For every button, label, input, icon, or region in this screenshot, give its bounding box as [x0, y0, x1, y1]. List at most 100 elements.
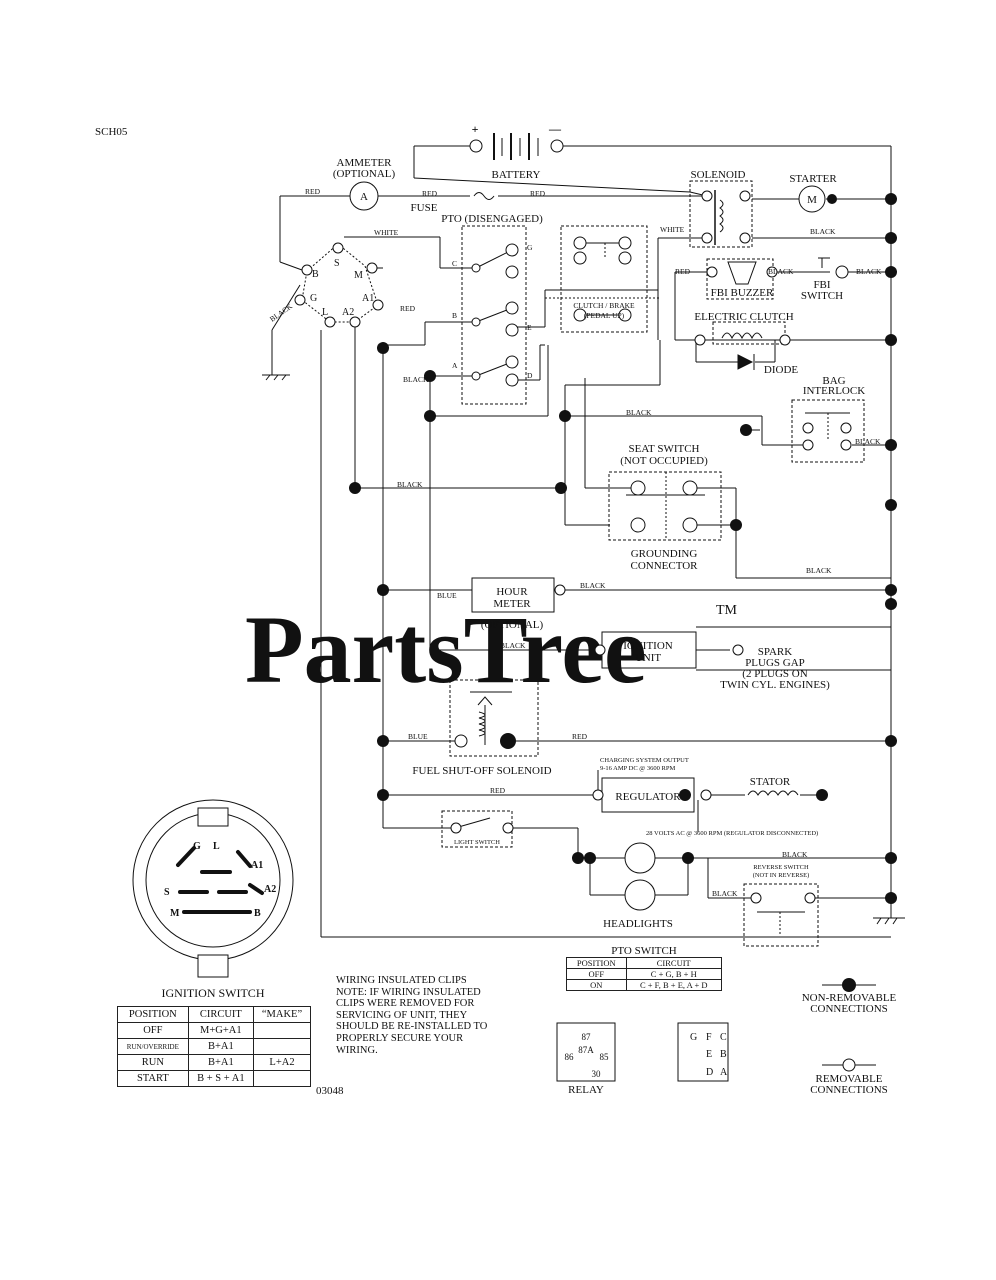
ammeter-letter: A [360, 191, 368, 203]
wire-label: BLACK [403, 375, 429, 384]
seat-switch-label: SEAT SWITCH [629, 443, 700, 455]
charging-output-sub: 9-16 AMP DC @ 3600 RPM [600, 765, 675, 772]
wire-label: BLACK [782, 850, 808, 859]
fuse-label: FUSE [411, 202, 438, 214]
reverse-switch-sub: (NOT IN REVERSE) [753, 872, 810, 879]
wire-label: BLACK [397, 480, 423, 489]
wire-label: BLACK [855, 437, 881, 446]
wire-label: BLACK [580, 581, 606, 590]
watermark-tm: TM [716, 603, 738, 618]
fbi-buzzer-label: FBI BUZZER [711, 287, 774, 299]
svg-text:REMOVABLE: REMOVABLE [815, 1073, 882, 1085]
hour-meter-label: HOUR [496, 586, 528, 598]
svg-text:G: G [527, 243, 533, 252]
wire-label: BLACK [810, 227, 836, 236]
wire-label: BLACK [712, 889, 738, 898]
pto-switch-title: PTO SWITCH [611, 945, 677, 957]
table-header: CIRCUIT [187, 1006, 255, 1023]
table-row: OFF C + G, B + H [566, 968, 723, 980]
table-row: OFF M+G+A1 [117, 1022, 311, 1039]
starter-letter: M [807, 194, 817, 206]
svg-text:M: M [170, 908, 180, 919]
removable-terminals [294, 139, 856, 1072]
wire-label: WHITE [660, 225, 685, 234]
relay-label: RELAY [568, 1084, 604, 1096]
svg-text:C: C [452, 259, 457, 268]
spark-plugs-line2: PLUGS GAP [745, 657, 805, 669]
wire-label: BLACK [768, 267, 794, 276]
svg-text:E: E [706, 1049, 712, 1060]
stator-label: STATOR [750, 776, 791, 788]
svg-text:G: G [690, 1032, 697, 1043]
svg-text:B: B [312, 269, 319, 280]
battery-plus: + [472, 122, 479, 136]
wire-label: BLACK [806, 566, 832, 575]
table-header: POSITION [566, 957, 627, 969]
table-row: RUN B+A1 L+A2 [117, 1054, 311, 1071]
wire-label: RED [675, 267, 691, 276]
regulator-label: REGULATOR [615, 791, 681, 803]
diode-label: DIODE [764, 364, 798, 376]
ignition-unit-sub: UNIT [635, 652, 662, 664]
svg-text:L: L [322, 307, 328, 318]
ac-note: 28 VOLTS AC @ 3600 RPM (REGULATOR DISCON… [646, 830, 818, 837]
table-row: START B + S + A1 [117, 1070, 311, 1087]
wire-label: RED [305, 187, 321, 196]
svg-text:A2: A2 [264, 884, 276, 895]
clutch-brake-label: CLUTCH / BRAKE [573, 301, 635, 310]
fuel-solenoid-label: FUEL SHUT-OFF SOLENOID [412, 765, 551, 777]
ignition-switch-title: IGNITION SWITCH [162, 986, 265, 1000]
table-row: RUN/OVERRIDE B+A1 [117, 1038, 311, 1055]
headlights-label: HEADLIGHTS [603, 918, 673, 930]
svg-text:NON-REMOVABLE: NON-REMOVABLE [802, 992, 897, 1004]
starter-label: STARTER [789, 173, 837, 185]
svg-text:G: G [310, 293, 317, 304]
svg-text:G: G [193, 841, 201, 852]
legend: NON-REMOVABLE CONNECTIONS REMOVABLE CONN… [802, 992, 897, 1096]
ignition-unit-label: IGNITION [623, 640, 673, 652]
svg-text:86: 86 [565, 1052, 575, 1062]
wire-label: RED [422, 189, 438, 198]
non-removable-dots [349, 193, 897, 992]
wire-label: BLUE [408, 732, 428, 741]
wire-labels: RED RED RED WHITE WHITE BLACK RED BLACK … [268, 187, 882, 898]
svg-text:D: D [706, 1067, 713, 1078]
grounding-label: GROUNDING [631, 548, 698, 560]
svg-text:87: 87 [582, 1032, 592, 1042]
table-header: CIRCUIT [625, 957, 723, 969]
svg-text:B: B [720, 1049, 727, 1060]
table-header: “MAKE” [253, 1006, 311, 1023]
svg-text:E: E [527, 323, 532, 332]
wire-label: BLACK [856, 267, 882, 276]
wire-label: RED [530, 189, 546, 198]
clutch-brake-sub: (PEDAL UP) [584, 311, 625, 320]
wire-label: BLACK [500, 641, 526, 650]
svg-text:A: A [452, 361, 458, 370]
pto-label: PTO (DISENGAGED) [441, 213, 543, 225]
page-code: SCH05 [95, 126, 128, 138]
hour-meter-sub: METER [493, 598, 531, 610]
svg-text:B: B [452, 311, 457, 320]
wire-label: RED [572, 732, 588, 741]
wire-label: BLACK [268, 301, 294, 323]
component-labels: + — BATTERY AMMETER (OPTIONAL) A FUSE SO… [333, 122, 865, 930]
charging-output-label: CHARGING SYSTEM OUTPUT [600, 757, 689, 764]
bag-interlock-label: BAG [822, 375, 845, 387]
svg-text:F: F [706, 1032, 712, 1043]
battery-label: BATTERY [492, 169, 541, 181]
hour-meter-optional: (OPTIONAL) [481, 619, 544, 631]
reverse-switch-label: REVERSE SWITCH [753, 864, 809, 871]
svg-text:S: S [334, 258, 340, 269]
ammeter-label: AMMETER [337, 157, 393, 169]
drawing-number: 03048 [316, 1085, 344, 1097]
ammeter-sub: (OPTIONAL) [333, 168, 396, 180]
table-header: POSITION [117, 1006, 189, 1023]
svg-text:A: A [720, 1067, 728, 1078]
svg-text:C: C [720, 1032, 727, 1043]
wire-label: WHITE [374, 228, 399, 237]
wire-label: RED [400, 304, 416, 313]
fbi-switch-label: FBI [813, 279, 830, 291]
svg-text:L: L [213, 841, 220, 852]
battery-minus: — [548, 122, 562, 136]
